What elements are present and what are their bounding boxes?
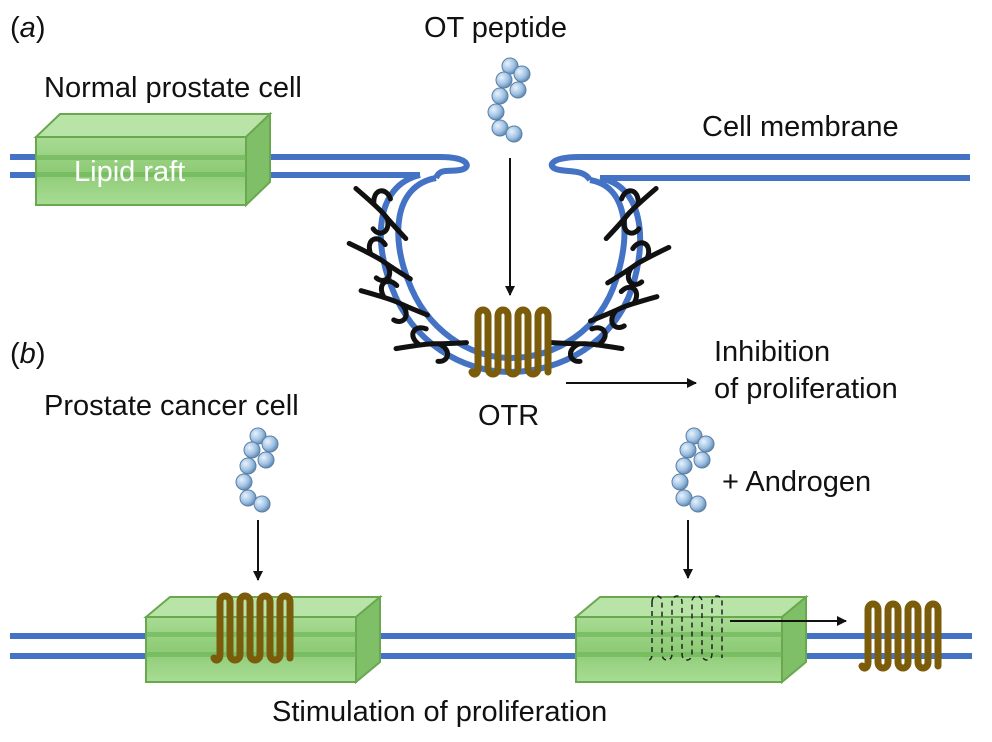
lipid-raft-label: Lipid raft: [74, 156, 186, 188]
inhibition-label-line2: of proliferation: [714, 373, 898, 405]
stimulation-label: Stimulation of proliferation: [272, 696, 608, 728]
panel-b-letter-close: ): [35, 338, 46, 370]
panel-b-letter: (b): [10, 340, 45, 369]
inhibition-label-line1: Inhibition: [714, 336, 831, 368]
peptide-icon: [235, 427, 279, 513]
caveolin-icon: [594, 182, 668, 242]
panel-a-letter-char: a: [19, 12, 36, 44]
normal-cell-label: Normal prostate cell: [44, 72, 302, 104]
panel-a-letter-close: ): [35, 12, 46, 44]
panel-a-letter-open: (: [10, 12, 20, 44]
peptide-icon: [671, 427, 715, 513]
otr-receptor-icon: [472, 310, 548, 374]
lipid-raft-icon: [573, 594, 809, 685]
peptide-label: OT peptide: [424, 12, 567, 44]
lipid-raft-icon: [33, 111, 273, 208]
panel-b-letter-open: (: [10, 338, 20, 370]
membrane-label: Cell membrane: [702, 111, 899, 143]
peptide-icon: [487, 57, 531, 143]
androgen-label: + Androgen: [722, 466, 872, 498]
otr-label: OTR: [478, 400, 540, 432]
panel-b-letter-char: b: [19, 338, 36, 370]
cancer-cell-label: Prostate cancer cell: [44, 390, 299, 422]
panel-a-letter: (a): [10, 14, 45, 43]
